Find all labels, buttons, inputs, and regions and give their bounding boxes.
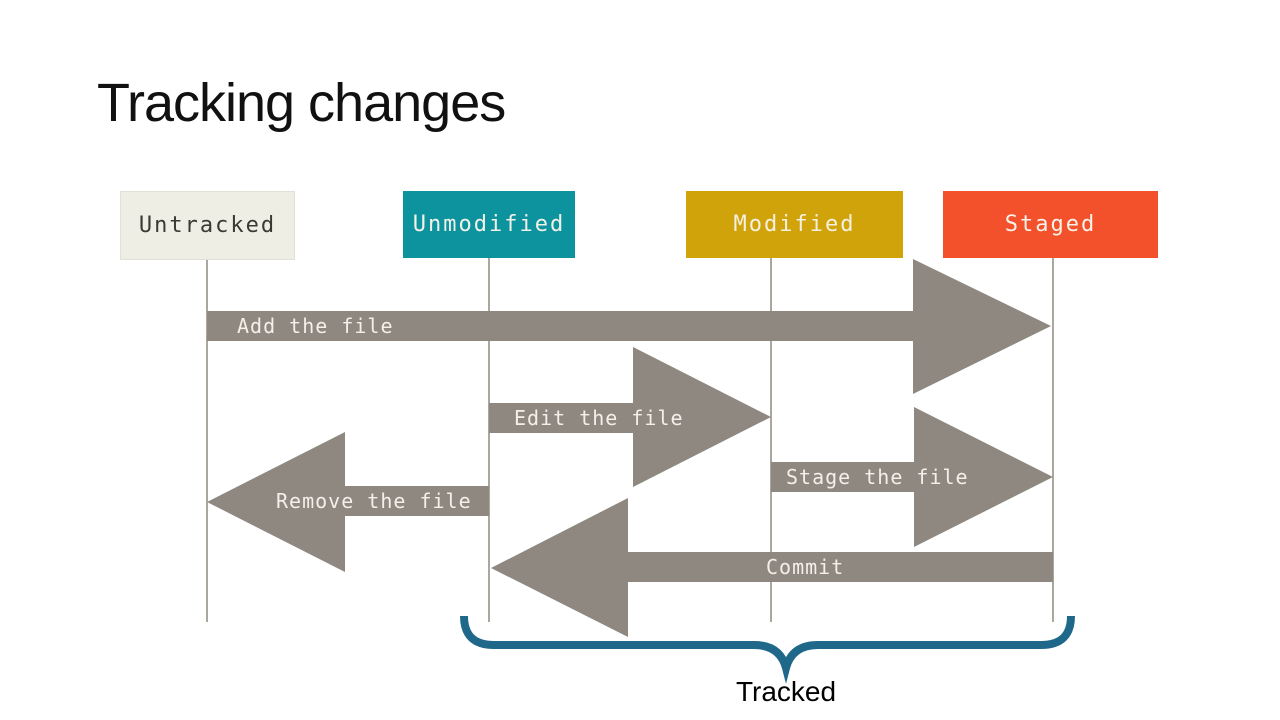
state-box-modified: Modified [686,191,903,258]
tracked-label: Tracked [735,676,837,707]
arrow-right-icon [913,259,1051,394]
state-label-staged: Staged [1004,212,1097,237]
arrow-edit-the-file-shaft [489,403,639,433]
arrow-add-the-file-label: Add the file [237,314,394,338]
arrow-stage-the-file-label: Stage the file [786,465,969,489]
arrow-stage-the-file-shaft [771,462,918,492]
page-title: Tracking changes [97,73,506,133]
timeline-modified [770,258,772,622]
arrow-remove-the-file-label: Remove the file [276,489,472,513]
state-box-unmodified: Unmodified [403,191,575,258]
state-label-modified: Modified [733,212,856,237]
state-label-untracked: Untracked [138,213,277,238]
arrow-edit-the-file-label: Edit the file [514,406,684,430]
timeline-staged [1052,258,1054,622]
state-box-untracked: Untracked [120,191,295,260]
arrow-left-icon [491,498,628,637]
arrow-add-the-file-shaft [207,311,915,341]
arrow-commit-shaft [618,552,1053,582]
state-label-unmodified: Unmodified [412,212,566,237]
arrow-remove-the-file-shaft [345,486,489,516]
arrow-left-icon [207,432,345,572]
arrow-right-icon [914,407,1053,547]
state-box-staged: Staged [943,191,1158,258]
arrow-right-icon [633,347,771,487]
timeline-unmodified [488,258,490,622]
arrow-commit-label: Commit [766,555,845,579]
